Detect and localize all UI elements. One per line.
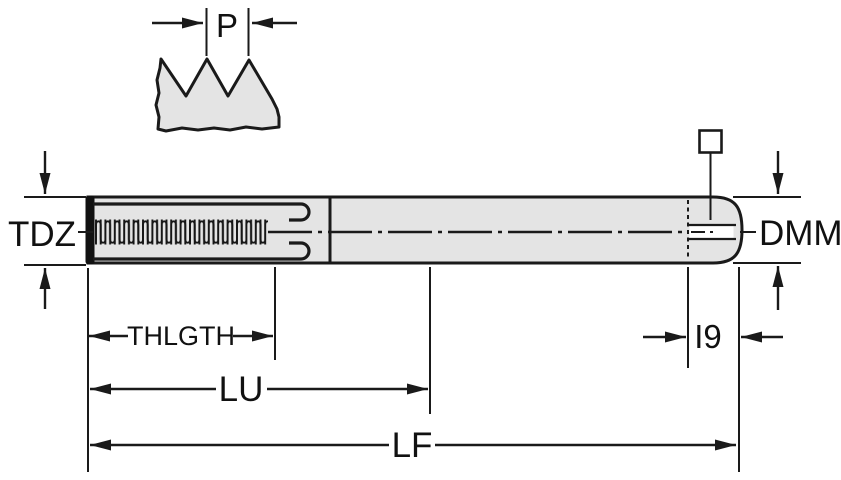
pitch-detail: P bbox=[152, 7, 297, 133]
thlgth-label: THLGTH bbox=[127, 321, 235, 351]
tap-body bbox=[85, 195, 744, 265]
flute-lower bbox=[93, 241, 311, 261]
thread-crest-band bbox=[95, 219, 268, 245]
lf-label: LF bbox=[392, 426, 433, 465]
shank-section bbox=[328, 195, 744, 265]
dim-thread-length: THLGTH bbox=[89, 321, 273, 351]
lu-label: LU bbox=[219, 370, 264, 409]
square-drive-section bbox=[687, 200, 736, 260]
square-drive-icon bbox=[698, 129, 723, 154]
thread-left-end-cap bbox=[85, 195, 95, 265]
flute-upper bbox=[93, 202, 311, 222]
dim-square-length: I9 bbox=[643, 318, 783, 355]
pitch-label: P bbox=[216, 7, 238, 44]
dmm-label: DMM bbox=[759, 214, 841, 253]
dim-usable-length: LU bbox=[90, 370, 428, 409]
dim-shank-diameter: DMM bbox=[733, 151, 841, 310]
dim-thread-diameter: TDZ bbox=[8, 151, 93, 309]
length-extension-lines bbox=[87, 267, 740, 472]
thread-profile-shape bbox=[154, 57, 281, 133]
l9-label: I9 bbox=[694, 318, 722, 355]
square-symbol-callout bbox=[698, 129, 723, 220]
tdz-label: TDZ bbox=[8, 215, 76, 254]
dim-total-length: LF bbox=[90, 426, 736, 465]
